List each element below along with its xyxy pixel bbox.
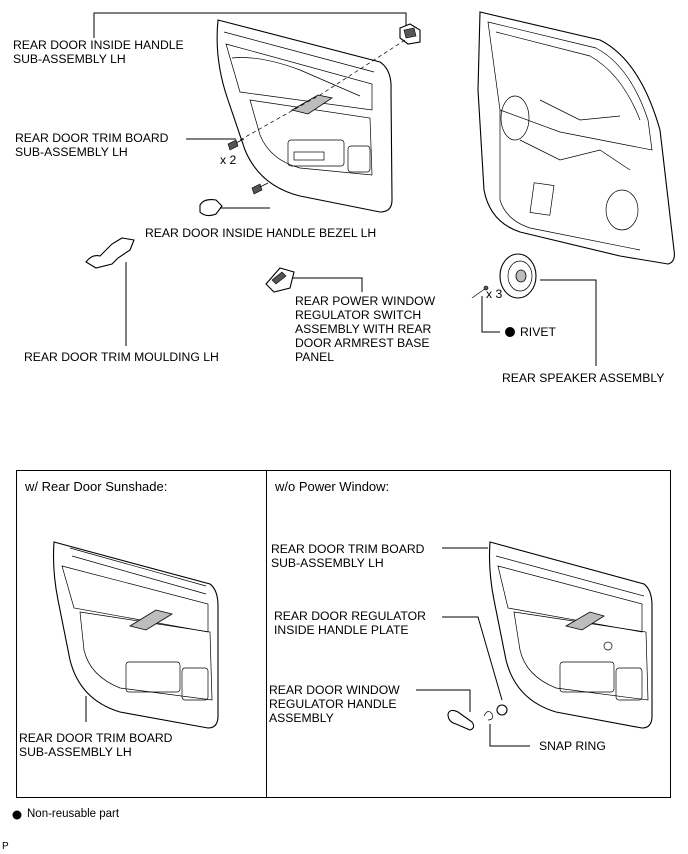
footer-code: P bbox=[2, 841, 9, 852]
snap-ring-illustration bbox=[483, 711, 493, 721]
label-rivet: RIVET bbox=[520, 325, 556, 339]
rivet-illustration bbox=[471, 285, 489, 299]
window-handle-illustration bbox=[447, 709, 475, 731]
leader-snap-ring bbox=[489, 724, 530, 747]
leader-handle-assembly bbox=[416, 689, 471, 712]
door-shell-illustration bbox=[477, 11, 675, 265]
leader-inside-handle bbox=[93, 12, 407, 38]
alignment-line bbox=[239, 39, 406, 141]
panel-left-title: w/ Rear Door Sunshade: bbox=[25, 479, 168, 494]
label-trim-board: REAR DOOR TRIM BOARD SUB-ASSEMBLY LH bbox=[15, 131, 169, 159]
label-switch-assembly: REAR POWER WINDOW REGULATOR SWITCH ASSEM… bbox=[295, 294, 436, 364]
non-reusable-dot bbox=[505, 327, 515, 337]
trim-board-illustration bbox=[216, 19, 393, 213]
label-handle-assembly: REAR DOOR WINDOW REGULATOR HANDLE ASSEMB… bbox=[269, 683, 400, 725]
label-inside-handle: REAR DOOR INSIDE HANDLE SUB-ASSEMBLY LH bbox=[13, 38, 184, 66]
label-sunshade-trim-board: REAR DOOR TRIM BOARD SUB-ASSEMBLY LH bbox=[19, 731, 173, 759]
label-bezel: REAR DOOR INSIDE HANDLE BEZEL LH bbox=[145, 226, 377, 240]
leader-rivet bbox=[481, 296, 500, 333]
speaker-illustration bbox=[499, 253, 537, 299]
bezel-illustration bbox=[199, 199, 223, 217]
variant-box bbox=[16, 470, 671, 798]
moulding-illustration bbox=[85, 237, 135, 269]
panel-right-title: w/o Power Window: bbox=[275, 479, 390, 494]
label-qty-screws: x 2 bbox=[220, 153, 237, 167]
screw-illustration bbox=[227, 138, 269, 195]
label-manual-trim-board: REAR DOOR TRIM BOARD SUB-ASSEMBLY LH bbox=[271, 542, 425, 570]
inside-handle-illustration bbox=[399, 23, 421, 45]
label-handle-plate: REAR DOOR REGULATOR INSIDE HANDLE PLATE bbox=[274, 609, 426, 637]
leader-handle-plate bbox=[442, 616, 503, 701]
label-speaker: REAR SPEAKER ASSEMBLY bbox=[502, 371, 665, 385]
handle-plate-illustration bbox=[496, 704, 508, 716]
label-snap-ring: SNAP RING bbox=[539, 739, 606, 753]
sunshade-trim-board-illustration bbox=[52, 541, 219, 729]
switch-illustration bbox=[265, 267, 295, 293]
leader-speaker bbox=[540, 279, 597, 366]
manual-trim-board-illustration bbox=[488, 541, 653, 729]
legend-dot bbox=[12, 810, 22, 820]
label-moulding: REAR DOOR TRIM MOULDING LH bbox=[24, 350, 219, 364]
label-qty-rivets: x 3 bbox=[486, 287, 503, 301]
legend-text: Non-reusable part bbox=[27, 808, 120, 820]
leader-switch bbox=[290, 277, 363, 292]
